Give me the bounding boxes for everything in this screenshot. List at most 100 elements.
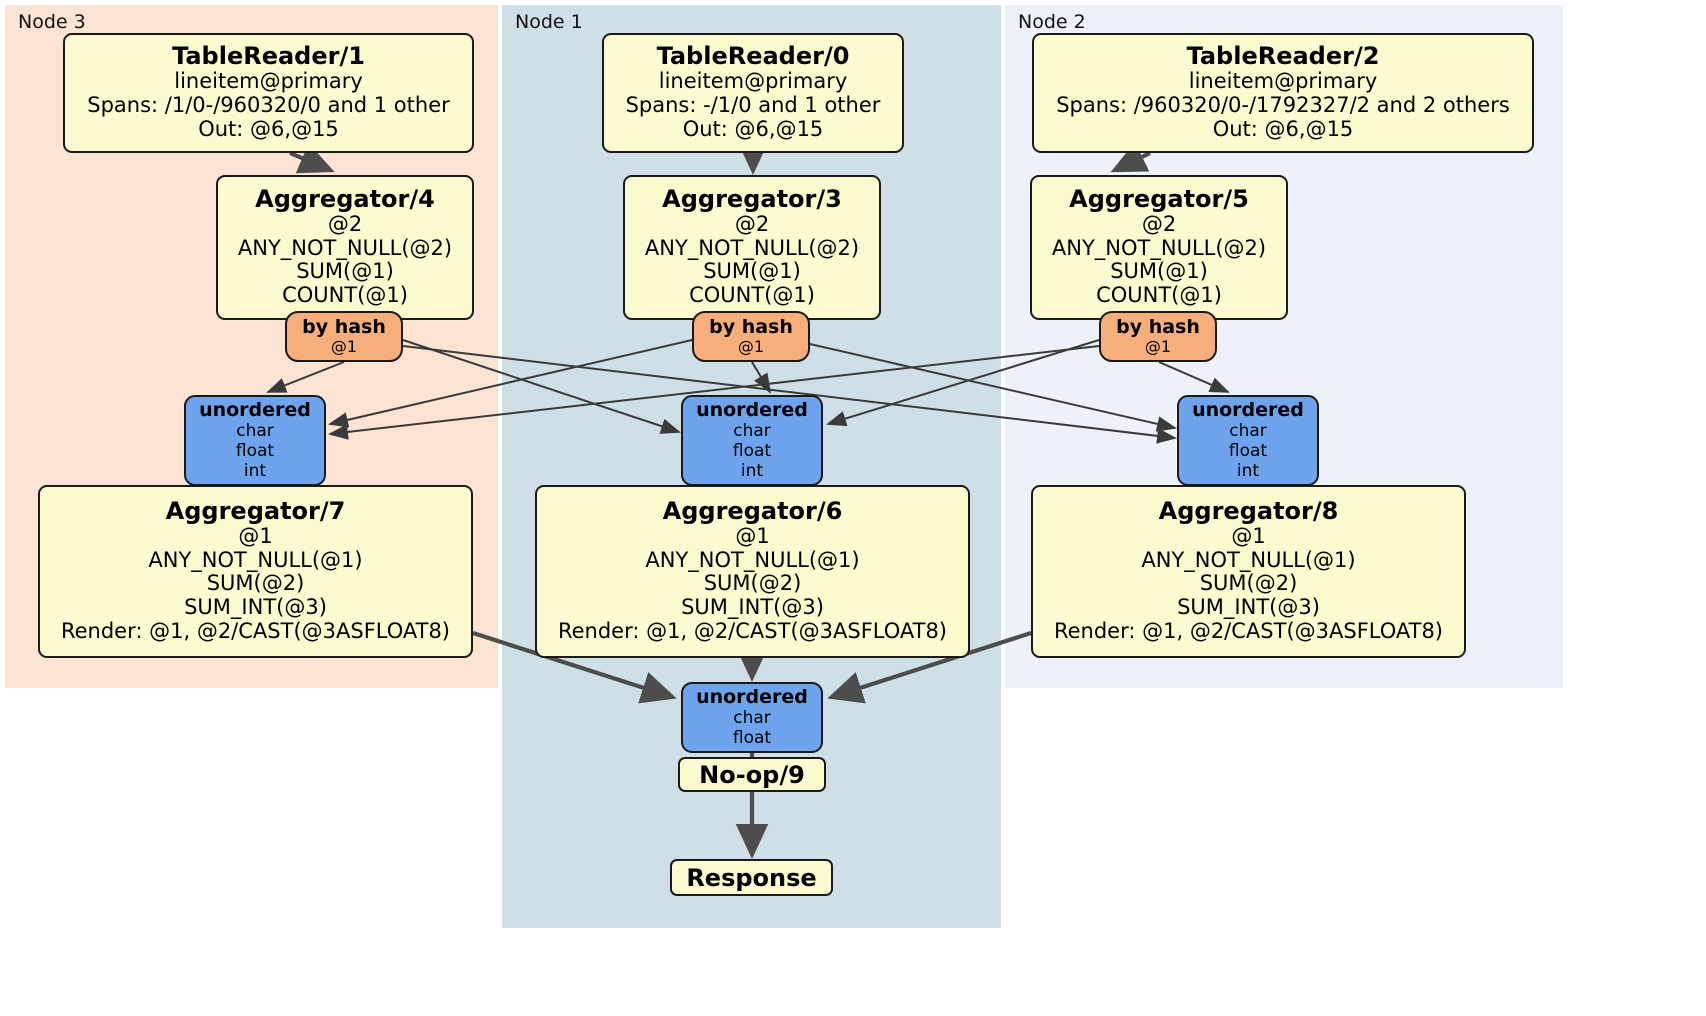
unordered-center-line-1: float [732,440,772,461]
aggregator-3-line-0: @2 [734,211,770,236]
tablereader-1-line-2: Out: @6,@15 [198,116,339,141]
tablereader-2-line-0: lineitem@primary [1188,69,1378,94]
edge-byhash-left-to-unordered-center [402,339,681,434]
unordered-center-line-0: char [733,420,771,441]
edge-byhash-center-to-unordered-center [751,361,772,394]
aggregator-7-line-1: ANY_NOT_NULL(@1) [148,547,363,572]
by-hash-center-line-0: @1 [737,336,765,356]
router-by-hash-left[interactable]: by hash@1 [285,311,403,362]
unordered-final-title: unordered [696,686,808,708]
aggregator-5-line-1: ANY_NOT_NULL(@2) [1051,235,1267,260]
aggregator-6-line-0: @1 [735,523,770,548]
aggregator-7-line-0: @1 [238,523,273,548]
tablereader-2-line-2: Out: @6,@15 [1212,116,1354,141]
thick-edges [289,139,1151,860]
aggregator-6-line-3: SUM_INT(@3) [681,595,824,620]
unordered-left-title: unordered [199,398,311,421]
aggregator-3-line-1: ANY_NOT_NULL(@2) [644,235,860,260]
unordered-right-title: unordered [1192,398,1304,421]
stage-no-op-9[interactable]: No-op/9 [678,757,826,792]
tablereader-0-title: TableReader/0 [656,42,850,71]
aggregator-4-line-3: COUNT(@1) [282,283,408,308]
unordered-final-line-0: char [733,707,771,728]
edge-byhash-center-to-unordered-left [328,339,693,428]
aggregator-3-line-3: COUNT(@1) [689,283,815,308]
by-hash-left-line-0: @1 [330,336,358,356]
unordered-center-line-2: int [740,460,764,481]
unordered-center-title: unordered [696,398,808,421]
edge-aggregator7-to-unordered-final [472,631,677,704]
edge-byhash-center-to-unordered-right [809,343,1177,432]
aggregator-7-line-3: SUM_INT(@3) [184,595,327,620]
no-op-9-title: No-op/9 [699,760,805,789]
router-by-hash-center[interactable]: by hash@1 [692,311,810,362]
aggregator-8-title: Aggregator/8 [1158,496,1339,525]
aggregator-6-line-2: SUM(@2) [703,571,802,596]
unordered-right-line-2: int [1236,460,1260,481]
edge-aggregator8-to-unordered-final [827,631,1032,704]
aggregator-8-line-3: SUM_INT(@3) [1177,595,1320,620]
unordered-left-line-0: char [236,420,274,441]
aggregator-3-title: Aggregator/3 [662,184,842,213]
unordered-final-line-1: float [732,727,772,748]
tablereader-1-line-0: lineitem@primary [174,69,363,94]
edge-byhash-left-to-unordered-right [402,345,1177,444]
aggregator-8-line-1: ANY_NOT_NULL(@1) [1141,547,1356,572]
unordered-right-line-0: char [1229,420,1267,441]
edge-tablereader1-to-aggregator4 [289,143,335,174]
edge-byhash-left-to-unordered-left [266,361,345,393]
aggregator-4-title: Aggregator/4 [255,184,435,213]
aggregator-8-line-4: Render: @1, @2/CAST(@3ASFLOAT8) [1053,619,1444,644]
aggregator-7-title: Aggregator/7 [165,496,346,525]
by-hash-center-title: by hash [709,316,793,339]
by-hash-left-title: by hash [302,316,386,339]
edge-byhash-right-to-unordered-left [328,345,1100,440]
aggregator-4-line-0: @2 [327,211,363,236]
aggregator-6-line-1: ANY_NOT_NULL(@1) [645,547,860,572]
aggregator-5-line-3: COUNT(@1) [1096,283,1222,308]
tablereader-1-line-1: Spans: /1/0-/960320/0 and 1 other [87,92,450,117]
tablereader-0-line-0: lineitem@primary [658,69,848,94]
aggregator-3-line-2: SUM(@1) [703,259,801,284]
aggregator-6-line-4: Render: @1, @2/CAST(@3ASFLOAT8) [557,619,948,644]
aggregator-7-line-2: SUM(@2) [206,571,305,596]
tablereader-2-line-1: Spans: /960320/0-/1792327/2 and 2 others [1056,92,1510,117]
aggregator-5-line-2: SUM(@1) [1110,259,1208,284]
node-panel-node1-label: Node 1 [515,11,583,33]
by-hash-right-title: by hash [1116,316,1200,339]
unordered-left-line-2: int [243,460,267,481]
tablereader-2-title: TableReader/2 [1186,42,1380,71]
router-by-hash-right[interactable]: by hash@1 [1099,311,1217,362]
unordered-left-line-1: float [235,440,275,461]
response-title: Response [686,863,817,892]
edge-byhash-right-to-unordered-right [1158,361,1230,393]
tablereader-0-line-2: Out: @6,@15 [682,116,824,141]
node-panel-node2-label: Node 2 [1018,11,1086,33]
hash-routing-edges [266,339,1230,444]
aggregator-6-title: Aggregator/6 [662,496,843,525]
aggregator-4-line-1: ANY_NOT_NULL(@2) [237,235,453,260]
stage-response[interactable]: Response [670,859,833,896]
aggregator-5-title: Aggregator/5 [1069,184,1249,213]
node-panel-node3-label: Node 3 [18,11,86,33]
aggregator-8-line-0: @1 [1231,523,1266,548]
unordered-right-line-1: float [1228,440,1268,461]
by-hash-right-line-0: @1 [1144,336,1172,356]
edge-byhash-right-to-unordered-center [826,339,1100,427]
aggregator-7-line-4: Render: @1, @2/CAST(@3ASFLOAT8) [60,619,451,644]
